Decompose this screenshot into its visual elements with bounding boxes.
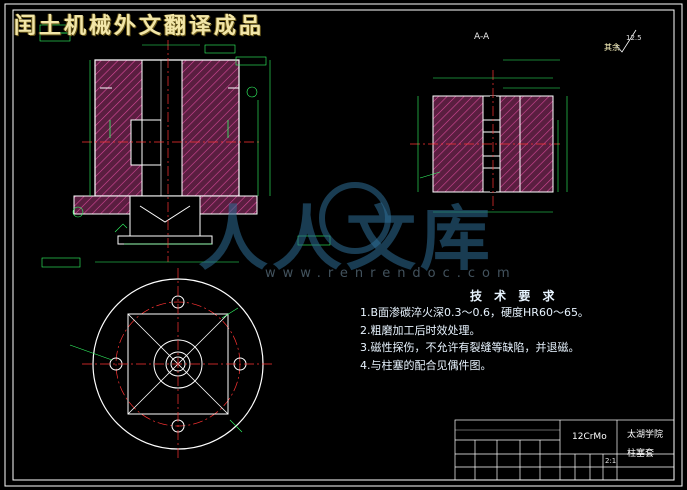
outer-frame <box>4 3 683 487</box>
requirement-item: 1.B面渗碳淬火深0.3～0.6，硬度HR60～65。 <box>360 306 589 319</box>
roughness-value: 12.5 <box>626 34 642 42</box>
watermark-text: 人人文库 <box>198 198 494 280</box>
main-section-view <box>39 24 331 268</box>
requirement-item: 3.磁性探伤，不允许有裂缝等缺陷，并退磁。 <box>360 341 580 354</box>
requirement-item: 2.粗磨加工后时效处理。 <box>360 323 481 337</box>
roughness-symbol-icon <box>615 29 637 53</box>
watermark-url: www.renrendoc.com <box>265 266 517 281</box>
inner-frame <box>12 9 675 481</box>
roughness-label: 其余 <box>604 43 620 52</box>
section-label: A-A <box>474 32 490 42</box>
title-block-scale: 2:1 <box>605 457 617 465</box>
title-block <box>454 419 675 481</box>
technical-requirements-title: 技 术 要 求 <box>470 289 559 303</box>
requirements-list: 1.B面渗碳淬火深0.3～0.6，硬度HR60～65。 2.粗磨加工后时效处理。… <box>360 304 660 374</box>
banner-title: 闰土机械外文翻译成品 <box>14 14 265 39</box>
title-block-part-name: 柱塞套 <box>627 449 655 459</box>
watermark-logo-icon <box>319 182 391 254</box>
requirement-item: 4.与柱塞的配合见偶件图。 <box>360 358 492 372</box>
title-block-school: 太湖学院 <box>627 430 664 440</box>
title-block-material: 12CrMo <box>572 432 607 442</box>
section-a-a-view <box>410 59 568 213</box>
plan-view <box>69 268 274 460</box>
